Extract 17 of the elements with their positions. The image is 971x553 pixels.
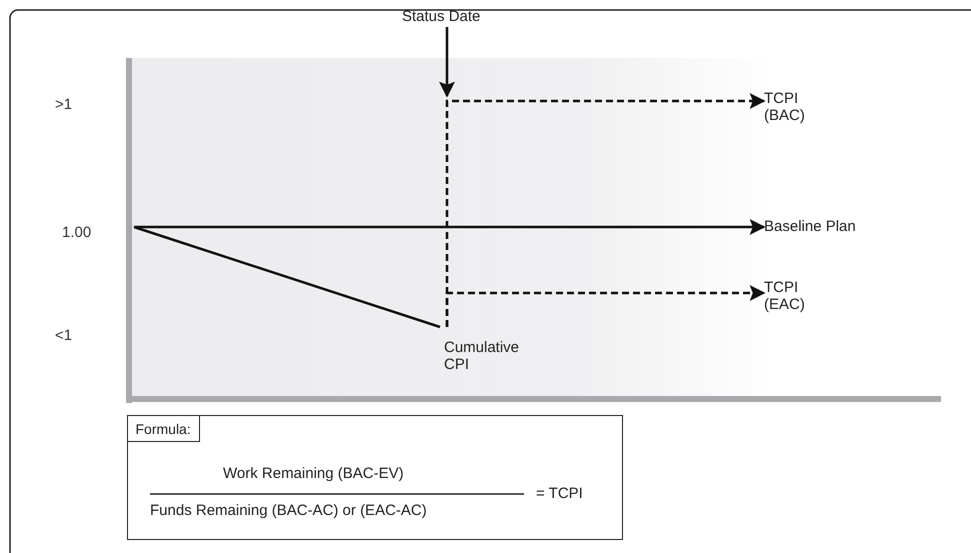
- formula-tab: Formula:: [126, 414, 200, 442]
- formula-numerator: Work Remaining (BAC-EV): [223, 465, 404, 482]
- formula-denominator: Funds Remaining (BAC-AC) or (EAC-AC): [150, 502, 427, 520]
- line-label: TCPI (EAC): [764, 279, 806, 314]
- axis-marker-label: Status Date: [402, 8, 482, 26]
- line-label: Baseline Plan: [764, 218, 856, 236]
- trend-line: [134, 226, 440, 328]
- dashed-arrow: [446, 285, 766, 327]
- arrow: [134, 219, 766, 235]
- axis-tick-label: >1: [55, 96, 72, 113]
- formula-box: [127, 415, 623, 540]
- arrow: [439, 27, 455, 98]
- axis-tick-label: 1.00: [62, 224, 92, 241]
- line-label: TCPI (BAC): [764, 90, 806, 124]
- point-label: Cumulative CPI: [444, 339, 520, 374]
- axis-tick-label: <1: [55, 327, 72, 344]
- formula-result: = TCPI: [536, 485, 583, 502]
